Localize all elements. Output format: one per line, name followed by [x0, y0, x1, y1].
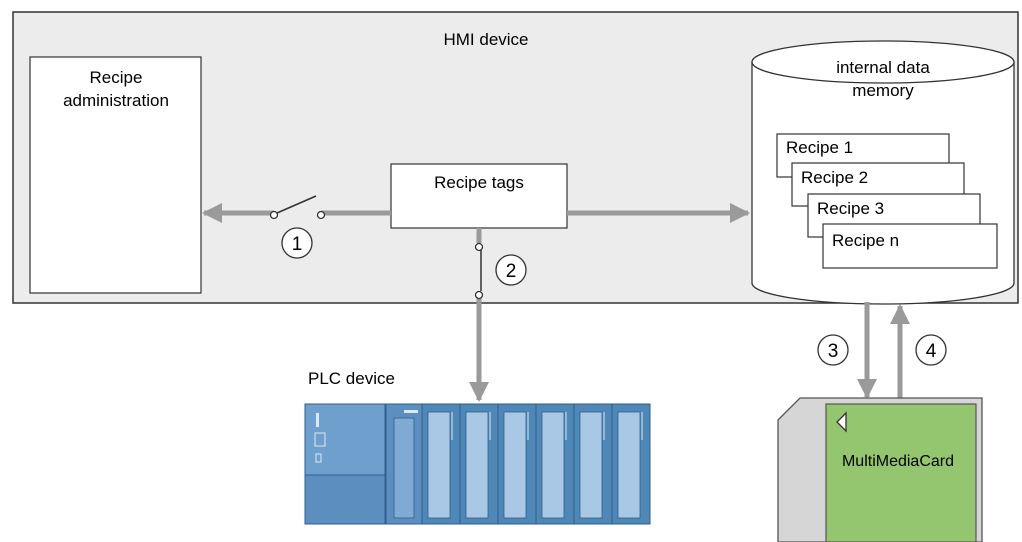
svg-text:2: 2: [506, 261, 517, 282]
multimediacard: [777, 397, 983, 542]
recipe-tags-label: Recipe tags: [434, 173, 524, 192]
plc-device-rack: [304, 403, 651, 525]
card-orientation-triangle-icon: [836, 411, 847, 433]
arrow-to-recipe-administration: [202, 195, 391, 223]
arrow-to-plc-device: [469, 228, 489, 402]
multimediacard-label: MultiMediaCard: [842, 453, 954, 470]
recipe-administration-label-line2: administration: [63, 91, 169, 110]
plc-device-label: PLC device: [308, 369, 395, 388]
svg-text:3: 3: [828, 341, 839, 362]
marker-1: 1: [281, 227, 313, 259]
svg-text:1: 1: [292, 234, 303, 255]
marker-4: 4: [915, 334, 947, 366]
hmi-device-title: HMI device: [443, 30, 528, 49]
plc-io-modules: [421, 403, 651, 525]
recipe-card-n-label: Recipe n: [832, 231, 899, 250]
internal-data-memory-label-line2: memory: [852, 81, 914, 100]
internal-data-memory-label-line1: internal data: [836, 58, 930, 77]
marker-3: 3: [817, 334, 849, 366]
recipe-tags-box: [390, 163, 568, 229]
recipe-administration-label-line1: Recipe: [90, 68, 143, 87]
marker-2: 2: [495, 254, 527, 286]
svg-text:4: 4: [926, 341, 937, 362]
recipe-card-3-label: Recipe 3: [817, 199, 884, 218]
recipe-administration-box: [29, 56, 202, 294]
recipe-card-n: [822, 223, 998, 269]
recipe-card-2-label: Recipe 2: [801, 168, 868, 187]
recipe-card-1-label: Recipe 1: [786, 138, 853, 157]
